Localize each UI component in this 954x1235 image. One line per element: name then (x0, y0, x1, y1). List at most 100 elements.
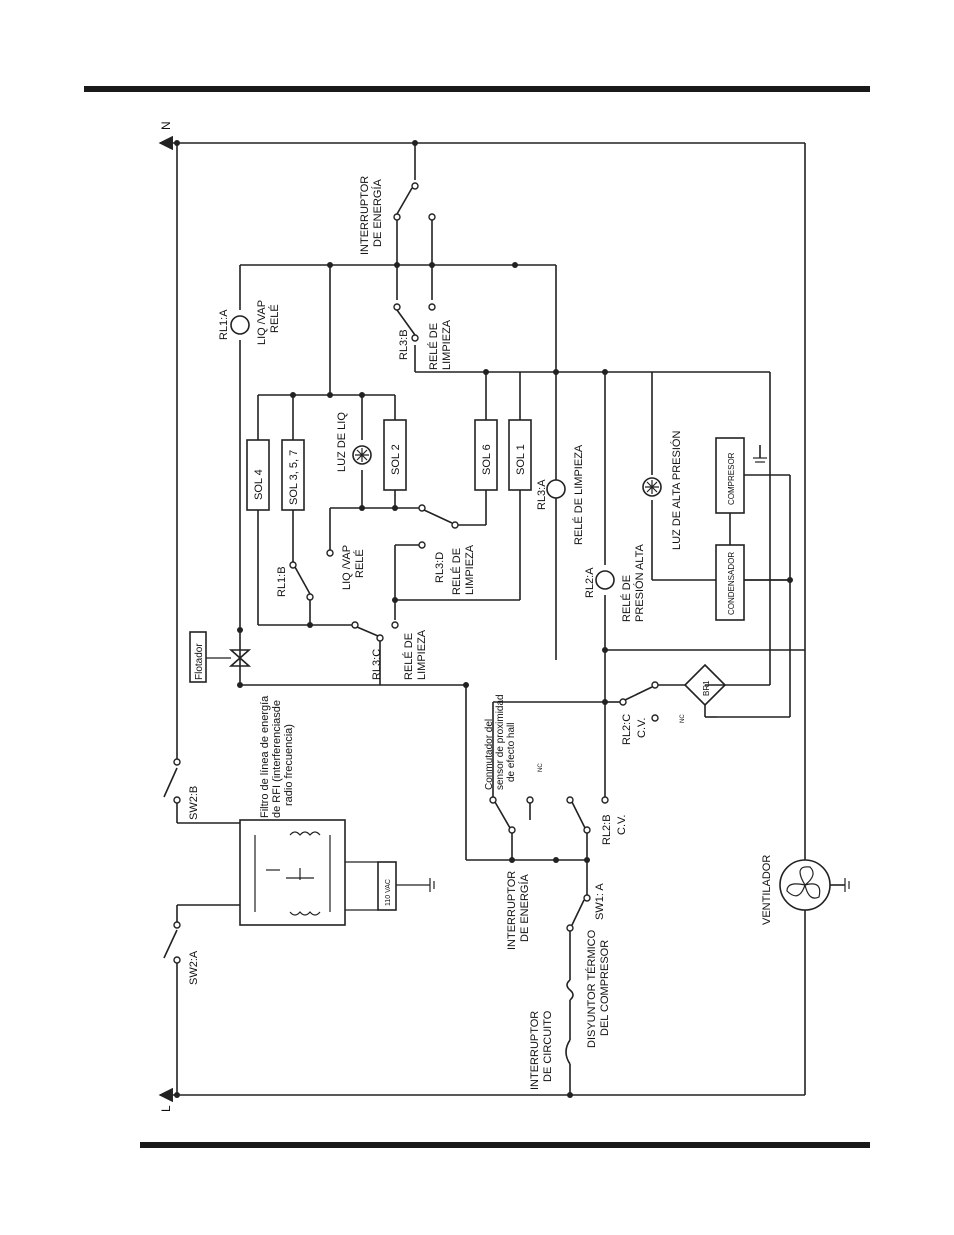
label-int-energia-top-1: INTERRUPTOR (359, 176, 371, 255)
label-compresor: COMPRESOR (727, 452, 736, 505)
label-rele-presion-2: PRESIÓN ALTA (633, 543, 646, 622)
label-liqvap-b-2: RELÉ (353, 549, 366, 578)
solenoid-sol4 (246, 439, 270, 511)
label-ventilador: VENTILADOR (761, 855, 773, 925)
upper-circuit (237, 143, 805, 861)
power-switch-top (393, 182, 436, 221)
relay-coil-rl2a (595, 570, 615, 590)
svg-text:LIQ /VAPRELÉ: LIQ /VAPRELÉ (341, 545, 366, 590)
label-rl3c-desc-2: LIMPIEZA (416, 629, 428, 680)
label-sol4: SOL 4 (253, 469, 265, 500)
label-conmutador-3: de efecto hall (506, 723, 517, 783)
label-conmutador-2: sensor de proximidad (495, 694, 506, 790)
label-rl1b: RL1:B (276, 566, 288, 597)
hall-and-rl2b-switches (489, 699, 609, 895)
label-cv-2: C.V. (636, 718, 648, 738)
bridge-rectifier (683, 663, 727, 718)
relay-coil-rl3a (546, 479, 566, 499)
label-sol1: SOL 1 (515, 444, 527, 475)
label-rl3b-desc-1: RELÉ DE (427, 323, 440, 370)
lower-right-wiring (705, 445, 791, 718)
switch-sw2a (163, 921, 181, 964)
label-filtro-3: radio frecuencia) (283, 724, 295, 806)
solenoid-sol2 (383, 419, 407, 491)
label-filtro-2: de RFI (interferenciasde (271, 700, 283, 818)
svg-text:RELÉ DELIMPIEZA: RELÉ DELIMPIEZA (450, 544, 476, 595)
label-luz-alta: LUZ DE ALTA PRESIÓN (670, 431, 683, 550)
relay-switch-rl3c (351, 621, 399, 642)
label-liqvap-1: LIQ /VAP (256, 300, 268, 345)
label-rl3b: RL3:B (398, 329, 410, 360)
label-110vac: 110 VAC (385, 879, 392, 906)
labels: N L RL1:A LIQ /VAPRELÉ INTERRUPTORDE ENE… (159, 121, 773, 1112)
label-int-energia-bot-1: INTERRUPTOR (506, 871, 518, 950)
svg-text:RELÉ DEPRESIÓN ALTA: RELÉ DEPRESIÓN ALTA (620, 543, 646, 622)
solenoid-sol6 (474, 419, 498, 491)
svg-text:Conmutador delsensor de proxim: Conmutador delsensor de proximidadde efe… (484, 694, 517, 790)
label-rl2a: RL2:A (584, 567, 596, 598)
switch-sw2b (163, 758, 181, 804)
label-luz-liq: LUZ DE LIQ (336, 412, 348, 472)
relay-switch-rl3-sol6 (418, 504, 486, 549)
relay-coil-rl1a (230, 315, 250, 335)
relay-switch-rl1b (289, 561, 314, 625)
label-rl3a: RL3:A (536, 479, 548, 510)
label-int-energia-bot-2: DE ENERGÍA (518, 873, 531, 942)
label-br1: BR1 (702, 680, 711, 696)
svg-text:Filtro de línea de energíade R: Filtro de línea de energíade RFI (interf… (259, 695, 295, 818)
bottom-rule (140, 1142, 870, 1148)
label-int-circuito-1: INTERRUPTOR (529, 1011, 541, 1090)
label-nc-1: NC (538, 763, 544, 772)
label-disyuntor-1: DISYUNTOR TÉRMICO (585, 929, 598, 1048)
condenser-box (715, 544, 745, 621)
label-sol357: SOL 3, 5, 7 (288, 450, 300, 505)
label-rele-limpieza-a: RELÉ DE LIMPIEZA (572, 444, 585, 545)
label-rl1a: RL1:A (218, 309, 230, 340)
lower-power-path (565, 894, 591, 1095)
label-sol2: SOL 2 (390, 444, 402, 475)
label-n: N (159, 121, 173, 130)
svg-text:DISYUNTOR TÉRMICODEL COMPRESOR: DISYUNTOR TÉRMICODEL COMPRESOR (585, 929, 611, 1048)
label-sol6: SOL 6 (481, 444, 493, 475)
label-rl3d: RL3:D (434, 552, 446, 583)
label-rl3b-desc-2: LIMPIEZA (441, 319, 453, 370)
label-int-circuito-2: DE CIRCUITO (542, 1010, 554, 1082)
label-l: L (159, 1105, 173, 1112)
svg-text:RELÉ DELIMPIEZA: RELÉ DELIMPIEZA (427, 319, 453, 370)
label-sw2b: SW2:B (188, 786, 200, 820)
label-flotador: Flotador (194, 643, 205, 680)
label-int-energia-top-2: DE ENERGÍA (371, 178, 384, 247)
label-rl2c: RL2:C (621, 714, 633, 745)
label-rl2b: RL2:B (601, 814, 613, 845)
label-nc-2: NC (680, 714, 686, 723)
svg-text:INTERRUPTORDE CIRCUITO: INTERRUPTORDE CIRCUITO (529, 1010, 554, 1090)
power-rails (158, 135, 806, 1103)
solenoid-sol357 (281, 439, 305, 511)
svg-text:LIQ /VAPRELÉ: LIQ /VAPRELÉ (256, 300, 281, 345)
label-filtro-1: Filtro de línea de energía (259, 695, 271, 818)
lamp-alta-presion-icon (642, 477, 662, 497)
lamp-liq-icon (352, 445, 372, 465)
label-disyuntor-2: DEL COMPRESOR (599, 940, 611, 1036)
label-conmutador-1: Conmutador del (484, 719, 495, 790)
label-rele-presion-1: RELÉ DE (620, 575, 633, 622)
relay-switch-rl3b (393, 303, 436, 342)
float-valve (189, 631, 252, 683)
svg-text:INTERRUPTORDE ENERGÍA: INTERRUPTORDE ENERGÍA (359, 176, 384, 255)
svg-text:INTERRUPTORDE ENERGÍA: INTERRUPTORDE ENERGÍA (506, 871, 531, 950)
svg-text:RELÉ DELIMPIEZA: RELÉ DELIMPIEZA (402, 629, 428, 680)
relay-switch-rl2c (604, 650, 685, 722)
label-rl3d-desc-2: LIMPIEZA (464, 544, 476, 595)
label-sw1a: SW1: A (594, 883, 606, 920)
rfi-filter (239, 819, 435, 926)
label-rl3c-desc-1: RELÉ DE (402, 633, 415, 680)
label-liqvap-b-1: LIQ /VAP (341, 545, 353, 590)
label-cv-1: C.V. (616, 815, 628, 835)
compressor-box (715, 437, 745, 514)
liqvap-terminal (326, 549, 334, 557)
label-rl3c: RL3:C (371, 649, 383, 680)
top-rule (84, 86, 870, 92)
label-rl3d-desc-1: RELÉ DE (450, 548, 463, 595)
label-condensador: CONDENSADOR (727, 552, 736, 615)
label-liqvap-2: RELÉ (268, 304, 281, 333)
